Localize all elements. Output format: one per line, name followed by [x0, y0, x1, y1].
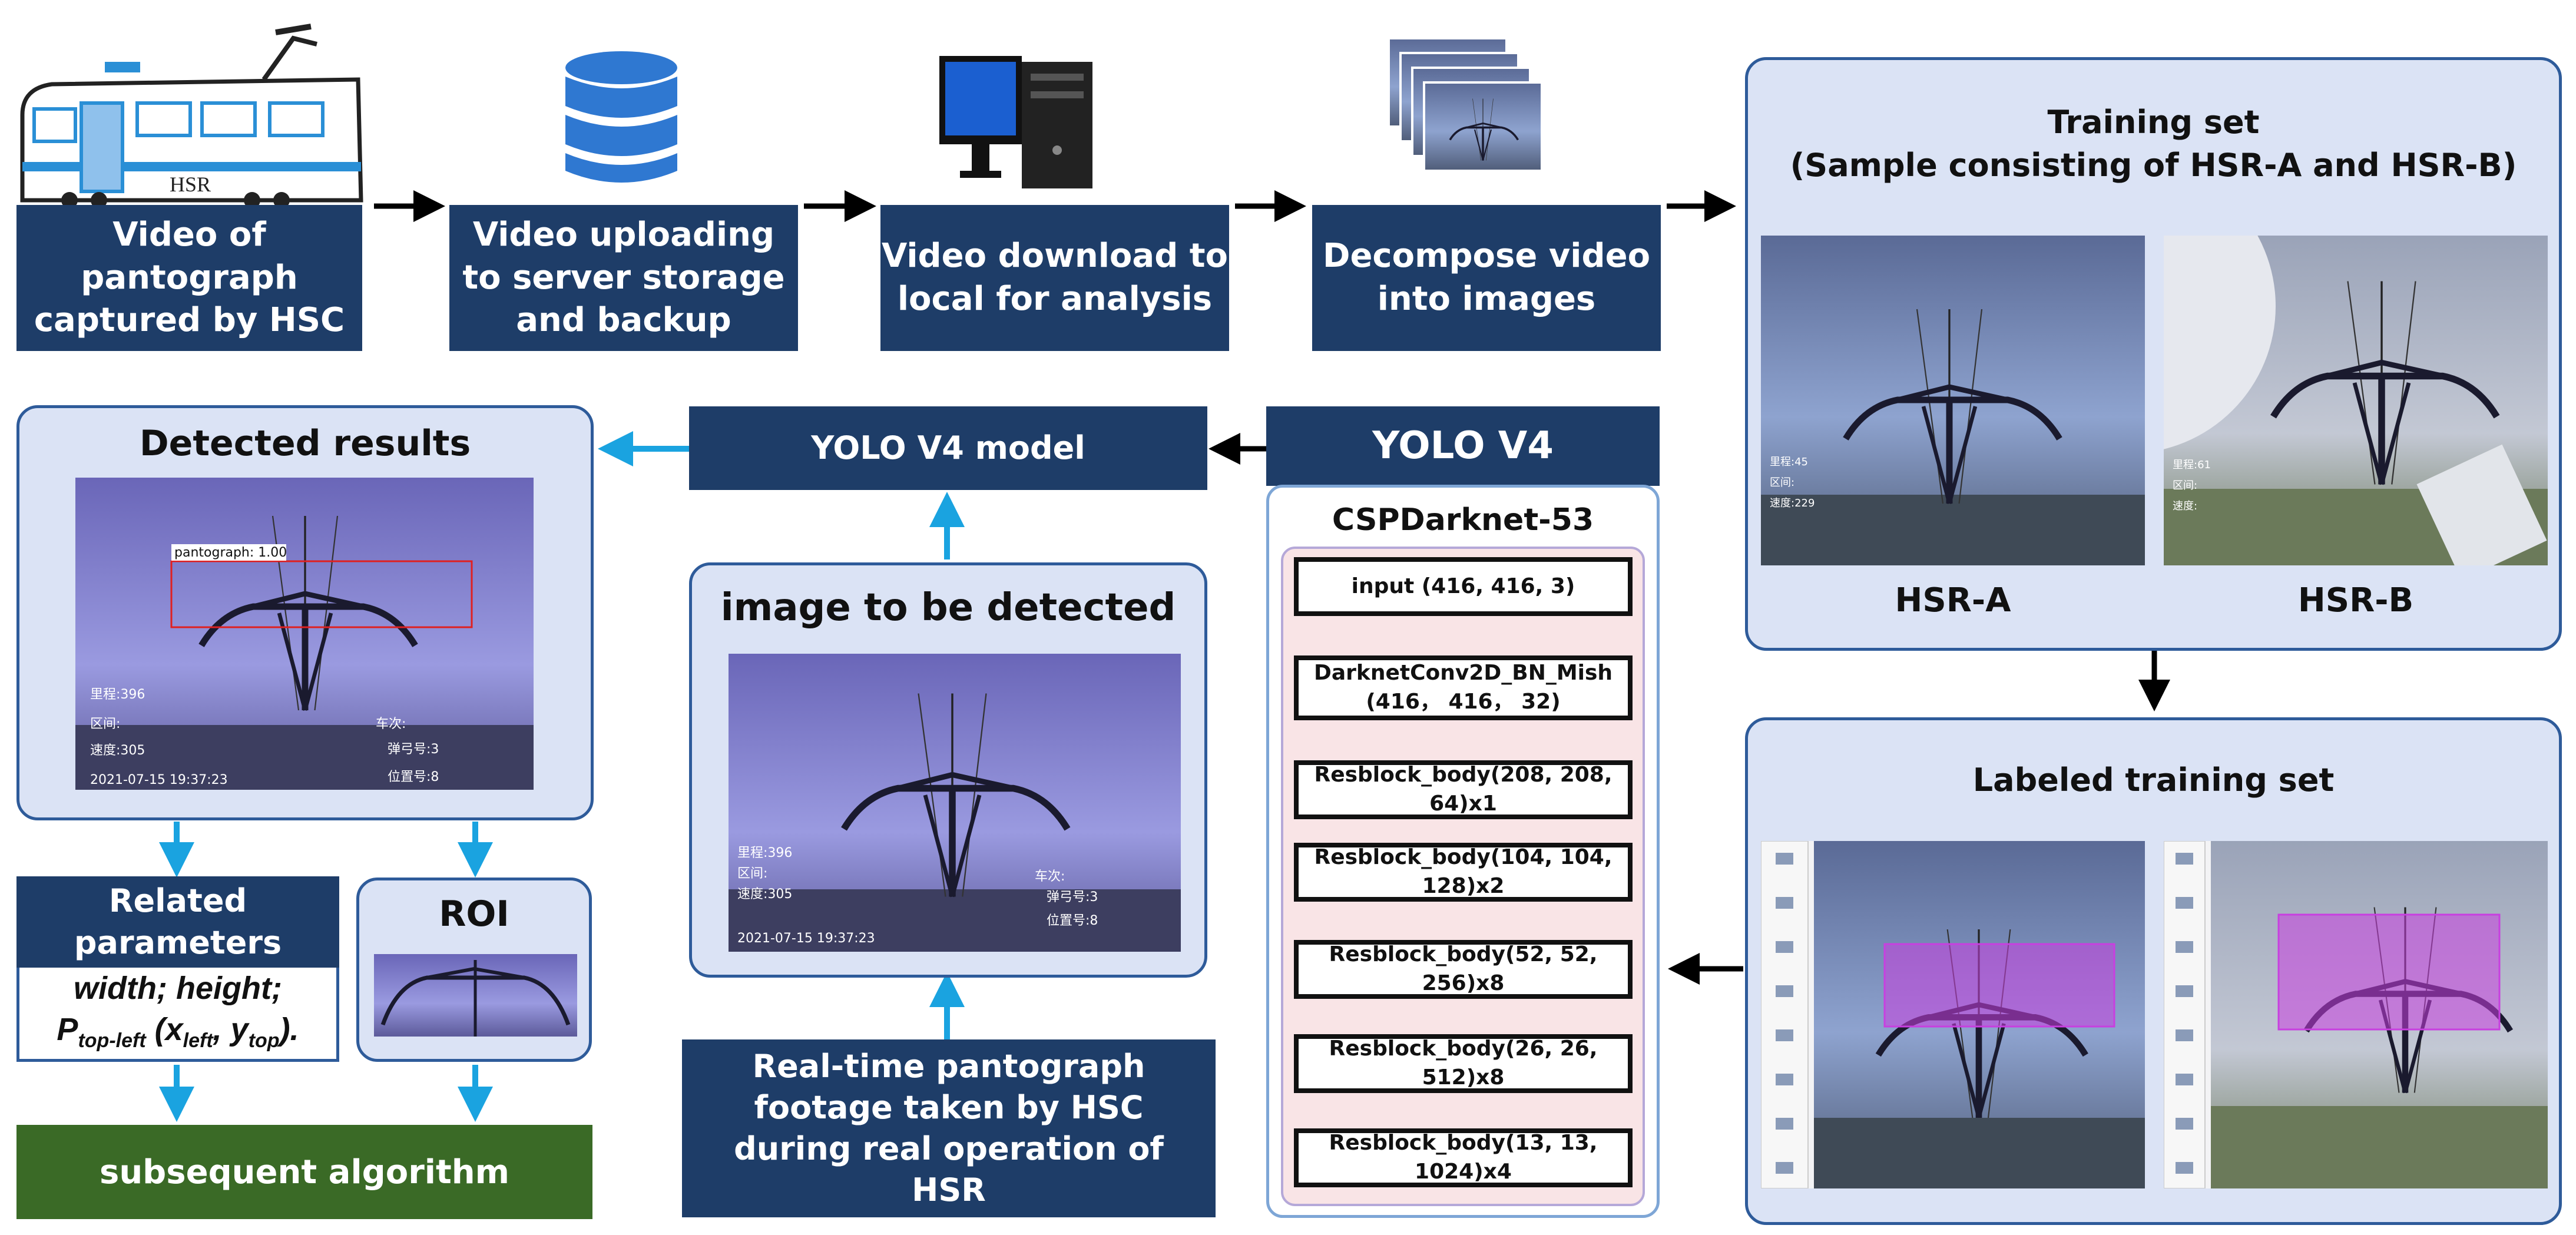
- svg-text:pantograph: 1.00: pantograph: 1.00: [174, 545, 287, 560]
- labeled-image-b: [2164, 841, 2548, 1188]
- svg-text:区间:: 区间:: [2173, 479, 2197, 492]
- yolo-v4-model-box: YOLO V4 model: [689, 406, 1207, 490]
- svg-text:里程:61: 里程:61: [2173, 459, 2211, 471]
- related-parameters-title: Related parameters: [16, 876, 339, 968]
- svg-text:速度:305: 速度:305: [90, 743, 145, 758]
- computer-icon: [939, 56, 1092, 188]
- svg-text:里程:45: 里程:45: [1770, 456, 1808, 468]
- layer-resblock-2: Resblock_body(104, 104, 128)x2: [1294, 843, 1633, 902]
- params-size-line: width; height;: [74, 971, 282, 1006]
- roi-title: ROI: [439, 893, 509, 935]
- svg-text:里程:396: 里程:396: [737, 846, 792, 860]
- svg-text:2021-07-15 19:37:23: 2021-07-15 19:37:23: [737, 931, 875, 946]
- yolo-backbone-panel: CSPDarknet-53 input (416, 416, 3) Darkne…: [1266, 485, 1660, 1218]
- training-set-title: Training set (Sample consisting of HSR-A…: [1790, 104, 2517, 184]
- step-decompose-video: Decompose video into images: [1312, 205, 1661, 351]
- database-icon: [565, 51, 677, 183]
- detected-results-title: Detected results: [139, 423, 471, 464]
- layer-resblock-3: Resblock_body(52, 52, 256)x8: [1294, 940, 1633, 999]
- image-to-detect-panel: image to be detected 里程:396 区间: 速度:305 2…: [689, 562, 1207, 978]
- svg-text:里程:396: 里程:396: [90, 687, 145, 702]
- subsequent-algorithm-box: subsequent algorithm: [16, 1125, 592, 1219]
- hsr-b-label: HSR-B: [2297, 581, 2414, 620]
- layer-darknetconv: DarknetConv2D_BN_Mish (416， 416， 32): [1294, 655, 1633, 720]
- train-icon: HSR: [20, 24, 363, 206]
- layer-input: input (416, 416, 3): [1294, 557, 1633, 616]
- svg-text:速度:: 速度:: [2173, 500, 2197, 512]
- svg-text:2021-07-15 19:37:23: 2021-07-15 19:37:23: [90, 773, 228, 787]
- roi-panel: ROI: [356, 878, 592, 1062]
- svg-text:车次:: 车次:: [1035, 869, 1065, 884]
- image-stack-icon: [1389, 38, 1543, 172]
- labeled-training-set-title: Labeled training set: [1972, 761, 2335, 799]
- training-set-panel: Training set (Sample consisting of HSR-A…: [1745, 57, 2562, 651]
- step-upload-video: Video uploading to server storage and ba…: [449, 205, 798, 351]
- svg-text:弹弓号:3: 弹弓号:3: [1047, 890, 1098, 905]
- svg-text:HSR: HSR: [170, 173, 211, 196]
- svg-text:位置号:8: 位置号:8: [1047, 913, 1098, 928]
- params-position-line: Ptop-left (xleft, ytop).: [57, 1012, 299, 1052]
- image-to-detect-title: image to be detected: [720, 586, 1176, 630]
- step-download-video: Video download to local for analysis: [880, 205, 1229, 351]
- svg-text:弹弓号:3: 弹弓号:3: [388, 742, 439, 757]
- cspdarknet-title: CSPDarknet-53: [1332, 502, 1594, 538]
- yolo-v4-header: YOLO V4: [1266, 406, 1660, 486]
- hsr-b-image: 里程:61 区间: 速度:: [2164, 236, 2548, 565]
- detected-result-image: pantograph: 1.00 里程:396 区间: 速度:305 2021-…: [75, 478, 534, 790]
- svg-text:位置号:8: 位置号:8: [388, 770, 439, 784]
- svg-text:区间:: 区间:: [90, 717, 120, 731]
- svg-text:区间:: 区间:: [737, 866, 767, 881]
- svg-text:速度:305: 速度:305: [737, 887, 792, 902]
- svg-text:区间:: 区间:: [1770, 476, 1794, 489]
- step-capture-video: Video of pantograph captured by HSC: [16, 205, 362, 351]
- svg-text:速度:229: 速度:229: [1770, 497, 1815, 509]
- svg-text:车次:: 车次:: [376, 717, 406, 731]
- related-parameters-box: width; height; Ptop-left (xleft, ytop).: [16, 968, 339, 1062]
- layer-resblock-4: Resblock_body(26, 26, 512)x8: [1294, 1034, 1633, 1093]
- layer-resblock-5: Resblock_body(13, 13, 1024)x4: [1294, 1128, 1633, 1187]
- roi-image: [374, 954, 577, 1037]
- detected-results-panel: Detected results pantograph: 1.00 里程:396…: [16, 405, 594, 820]
- labeled-training-set-panel: Labeled training set: [1745, 717, 2562, 1225]
- image-to-detect: 里程:396 区间: 速度:305 2021-07-15 19:37:23 车次…: [729, 654, 1181, 952]
- hsr-a-image: 里程:45 区间: 速度:229: [1761, 236, 2145, 565]
- layer-resblock-1: Resblock_body(208, 208, 64)x1: [1294, 760, 1633, 819]
- realtime-footage-box: Real-time pantograph footage taken by HS…: [682, 1039, 1216, 1217]
- labeled-image-a: [1761, 841, 2145, 1188]
- hsr-a-label: HSR-A: [1895, 581, 2011, 620]
